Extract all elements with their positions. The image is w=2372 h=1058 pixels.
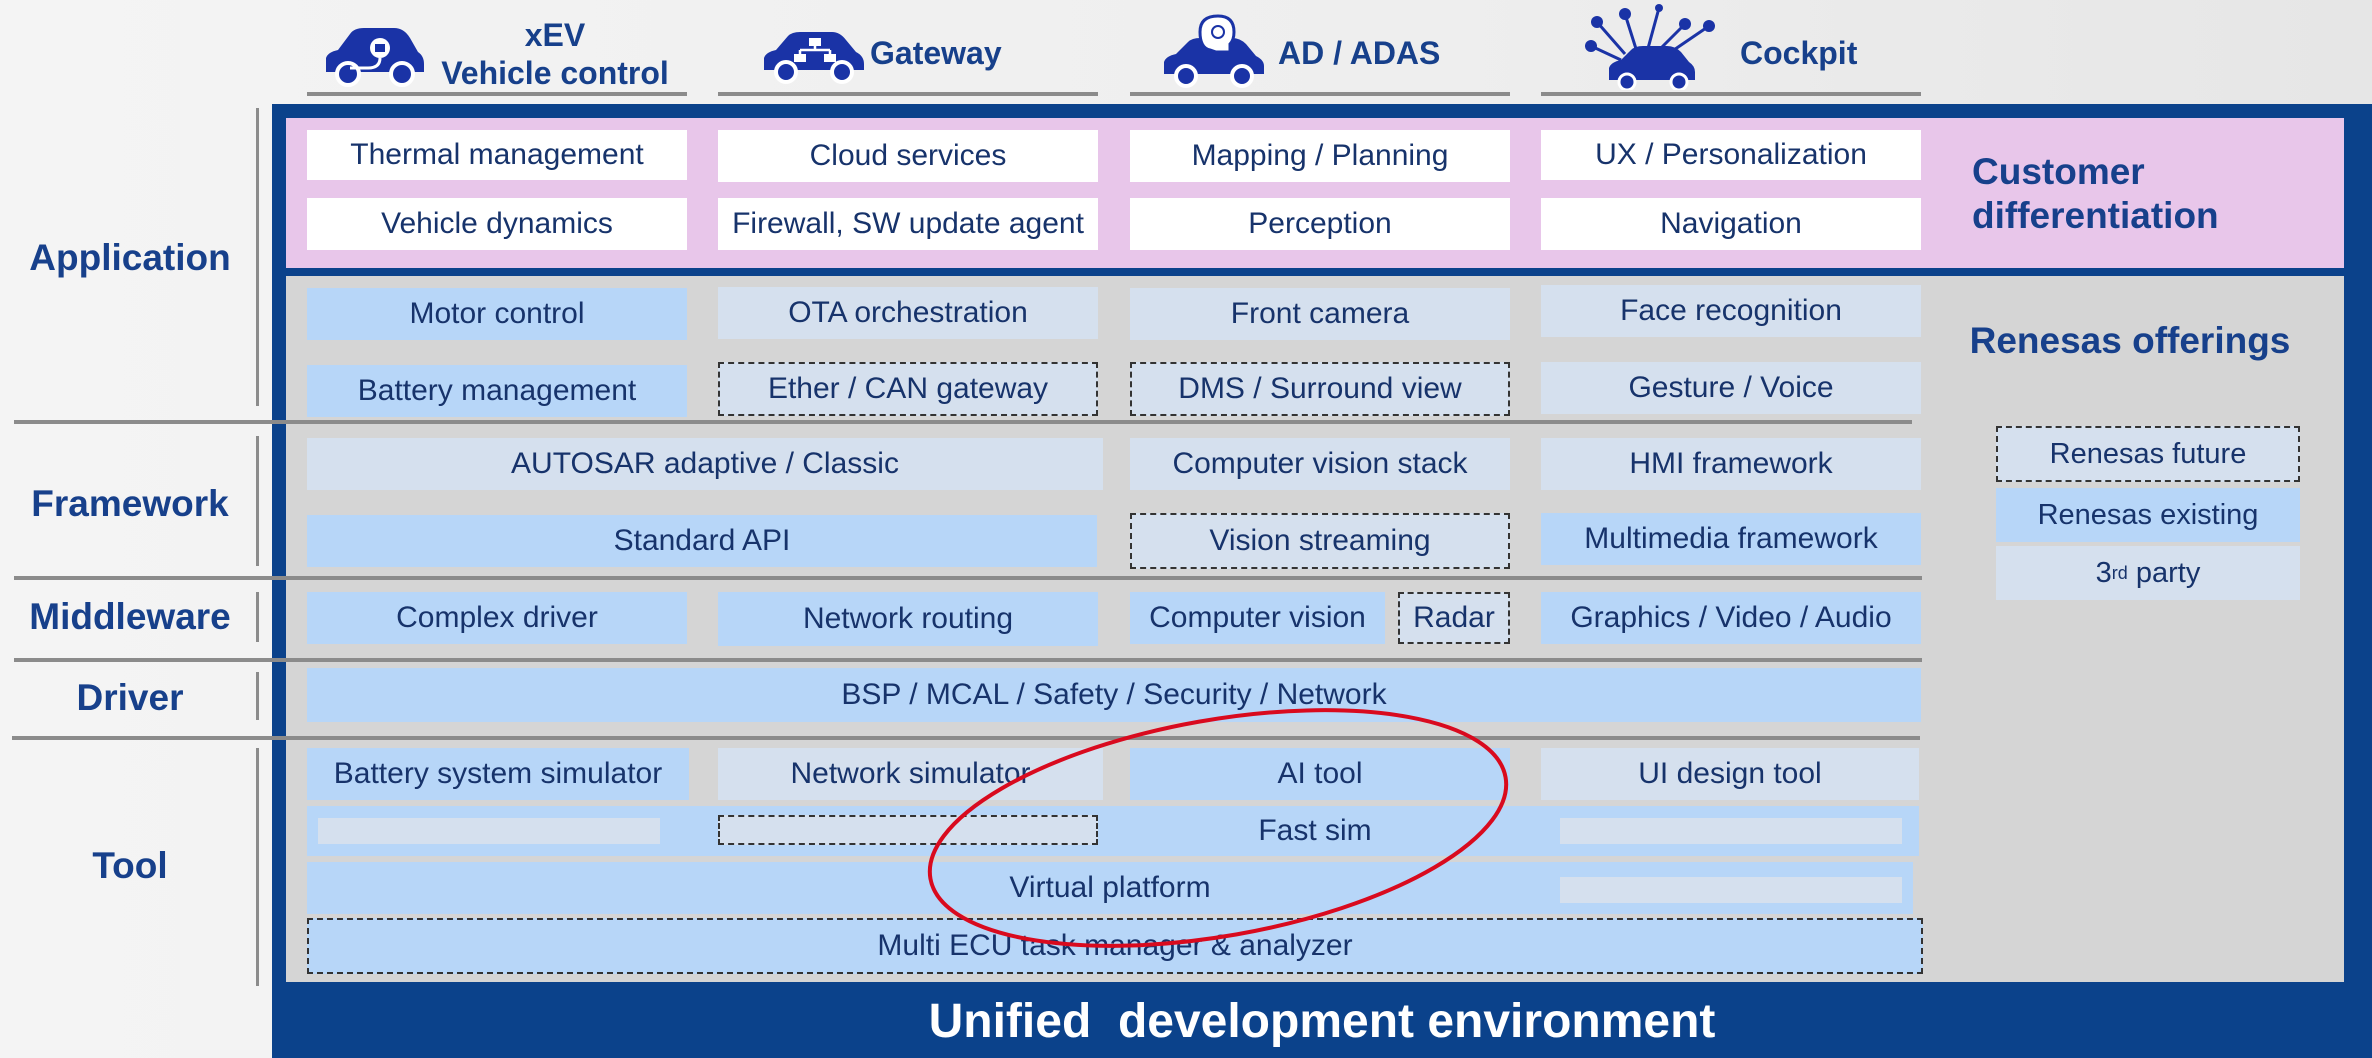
standard-api-cell: Standard API	[307, 515, 1097, 567]
thermal-management-cell: Thermal management	[307, 130, 687, 180]
renesas-offerings-title: Renesas offerings	[1969, 320, 2291, 361]
face-recognition-cell: Face recognition	[1541, 285, 1921, 337]
dms-surround-view-cell: DMS / Surround view	[1130, 362, 1510, 416]
battery-management-cell: Battery management	[307, 365, 687, 417]
separator-middleware-driver	[14, 658, 1922, 662]
layer-tool-label: Tool	[92, 845, 168, 886]
vision-streaming-cell: Vision streaming	[1130, 513, 1510, 569]
autosar-cell: AUTOSAR adaptive / Classic	[307, 438, 1103, 490]
vehicle-dynamics-cell: Vehicle dynamics	[307, 198, 687, 250]
motor-control-cell: Motor control	[307, 288, 687, 340]
navigation-cell: Navigation	[1541, 198, 1921, 250]
fast-sim-label: Fast sim	[1258, 814, 1372, 847]
legend-renesas-future: Renesas future	[1996, 426, 2300, 482]
hmi-framework-cell: HMI framework	[1541, 438, 1921, 490]
layer-middleware-label: Middleware	[29, 596, 231, 637]
computer-vision-stack-cell: Computer vision stack	[1130, 438, 1510, 490]
domain-gateway-underline	[718, 92, 1098, 96]
separator-driver-tool	[12, 736, 1920, 740]
domain-xev-title: xEV Vehicle control	[430, 16, 680, 92]
battery-system-simulator-cell: Battery system simulator	[307, 748, 689, 800]
perception-cell: Perception	[1130, 198, 1510, 250]
framework-bracket	[256, 436, 259, 566]
layer-framework-label: Framework	[31, 483, 229, 524]
legend-third-party-base: 3	[2095, 556, 2112, 589]
fast-sim-placeholder-dashed	[718, 815, 1098, 845]
ui-design-tool-cell: UI design tool	[1541, 748, 1919, 800]
separator-framework-middleware	[14, 576, 1922, 580]
virtual-platform-placeholder-right	[1560, 877, 1902, 903]
complex-driver-cell: Complex driver	[307, 592, 687, 644]
gateway-car-icon	[760, 28, 866, 84]
bsp-mcal-cell: BSP / MCAL / Safety / Security / Network	[307, 668, 1921, 722]
separator-application-framework	[14, 420, 1912, 424]
network-simulator-cell: Network simulator	[718, 748, 1103, 800]
cloud-services-cell: Cloud services	[718, 130, 1098, 182]
fast-sim-placeholder-right	[1560, 818, 1902, 844]
domain-adas-underline	[1130, 92, 1510, 96]
domain-xev-line2: Vehicle control	[441, 55, 669, 91]
unified-environment-title: Unified development environment	[928, 994, 1716, 1048]
adas-car-icon	[1160, 10, 1270, 88]
ota-orchestration-cell: OTA orchestration	[718, 287, 1098, 339]
tool-bracket	[256, 748, 259, 986]
customer-differentiation-label: Customer differentiation	[1972, 150, 2332, 238]
highlight-ellipse	[927, 708, 1509, 948]
domain-cockpit-underline	[1541, 92, 1921, 96]
gesture-voice-cell: Gesture / Voice	[1541, 362, 1921, 414]
domain-xev-underline	[307, 92, 687, 96]
legend-third-party-rest: party	[2127, 556, 2201, 589]
fast-sim-placeholder-left	[318, 818, 660, 844]
firewall-sw-update-cell: Firewall, SW update agent	[718, 198, 1098, 250]
layer-application-label: Application	[29, 237, 231, 278]
connected-car-icon	[1585, 4, 1720, 92]
domain-adas-title: AD / ADAS	[1278, 35, 1441, 71]
legend-renesas-existing: Renesas existing	[1996, 488, 2300, 542]
mapping-planning-cell: Mapping / Planning	[1130, 130, 1510, 182]
middleware-bracket	[256, 592, 259, 642]
ai-tool-cell: AI tool	[1130, 748, 1510, 800]
virtual-platform-label: Virtual platform	[1009, 871, 1211, 904]
layer-driver-label: Driver	[76, 677, 184, 718]
customer-label-line1: Customer	[1972, 151, 2145, 192]
graphics-video-audio-cell: Graphics / Video / Audio	[1541, 592, 1921, 644]
driver-bracket	[256, 672, 259, 720]
ether-can-gateway-cell: Ether / CAN gateway	[718, 362, 1098, 416]
front-camera-cell: Front camera	[1130, 288, 1510, 340]
application-bracket	[256, 108, 259, 406]
domain-gateway-title: Gateway	[870, 35, 1002, 71]
multimedia-framework-cell: Multimedia framework	[1541, 513, 1921, 565]
network-routing-cell: Network routing	[718, 592, 1098, 646]
customer-label-line2: differentiation	[1972, 195, 2219, 236]
ev-car-icon	[320, 20, 425, 88]
ux-personalization-cell: UX / Personalization	[1541, 130, 1921, 180]
domain-xev-line1: xEV	[524, 17, 586, 53]
radar-cell: Radar	[1398, 592, 1510, 644]
legend-third-party-sup: rd	[2111, 562, 2128, 583]
computer-vision-cell: Computer vision	[1130, 592, 1385, 644]
domain-cockpit-title: Cockpit	[1740, 35, 1858, 71]
